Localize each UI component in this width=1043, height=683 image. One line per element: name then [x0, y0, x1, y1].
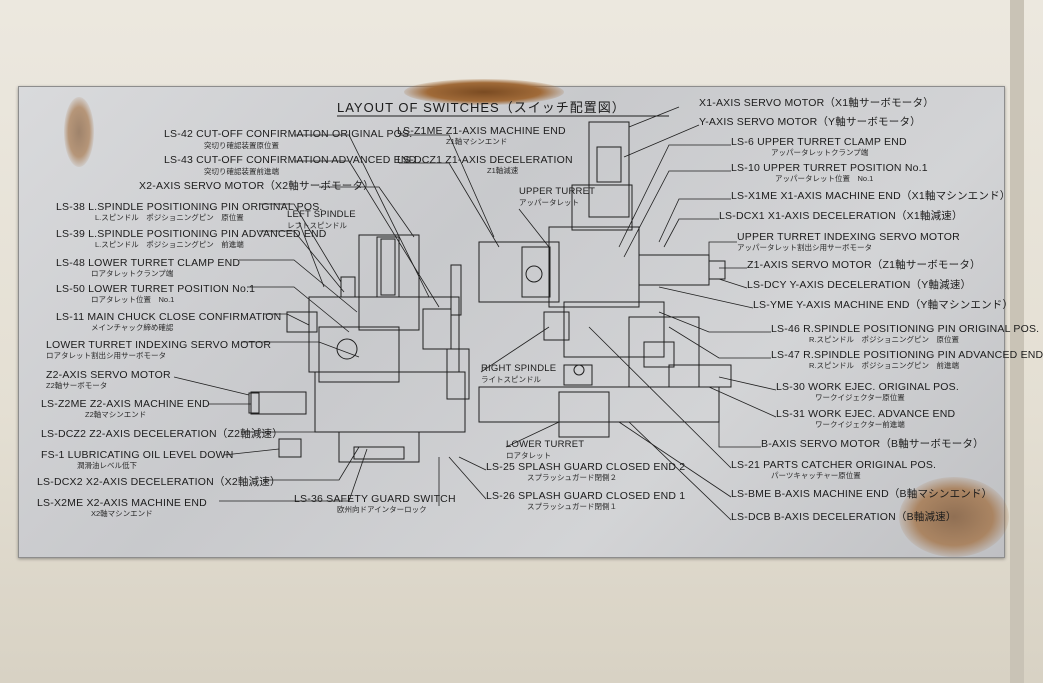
label-fs1: FS-1 LUBRICATING OIL LEVEL DOWN: [41, 449, 234, 461]
label-ls30-jp: ワークイジェクター原位置: [815, 393, 905, 402]
rust-spot: [64, 97, 94, 167]
left-spindle-assembly: [248, 234, 470, 463]
right-spindle-assembly: [478, 121, 732, 438]
label-x1-servo: X1-AXIS SERVO MOTOR（X1軸サーボモータ）: [699, 97, 934, 109]
label-ls10: LS-10 UPPER TURRET POSITION No.1: [731, 162, 928, 174]
label-lsdcx2: LS-DCX2 X2-AXIS DECELERATION（X2軸減速）: [37, 476, 281, 488]
label-ls38-jp: L.スピンドル ポジショニングピン 原位置: [95, 213, 244, 222]
label-ls43: LS-43 CUT-OFF CONFIRMATION ADVANCED END: [164, 154, 417, 166]
label-ls30: LS-30 WORK EJEC. ORIGINAL POS.: [776, 381, 959, 393]
label-ls39: LS-39 L.SPINDLE POSITIONING PIN ADVANCED…: [56, 228, 327, 240]
label-lower-turret-indexing: LOWER TURRET INDEXING SERVO MOTOR: [46, 339, 272, 351]
label-ls46: LS-46 R.SPINDLE POSITIONING PIN ORIGINAL…: [771, 323, 1040, 335]
label-lsz2me-jp: Z2軸マシンエンド: [85, 410, 147, 419]
label-upper-turret-jp: アッパータレット: [519, 198, 579, 207]
label-ls21-jp: パーツキャッチャー原位置: [771, 471, 861, 480]
label-lsdcz2: LS-DCZ2 Z2-AXIS DECELERATION（Z2軸減速）: [41, 428, 283, 440]
label-upper-turret-indexing-jp: アッパータレット割出シ用サーボモータ: [737, 243, 872, 252]
label-lsz1me-jp: Z1軸マシンエンド: [446, 137, 508, 146]
label-fs1-jp: 潤滑油レベル低下: [77, 461, 137, 470]
label-lsdcz1: LS-DCZ1 Z1-AXIS DECELERATION: [397, 154, 573, 166]
label-ls36: LS-36 SAFETY GUARD SWITCH: [294, 493, 456, 505]
label-ls47-jp: R.スピンドル ポジショニングピン 前進端: [809, 361, 959, 370]
label-upper-turret: UPPER TURRET: [519, 186, 596, 197]
rust-spot: [899, 477, 1009, 557]
leader-lines-right: [399, 106, 777, 521]
label-ls42: LS-42 CUT-OFF CONFIRMATION ORIGINAL POS.: [164, 128, 413, 140]
label-ls21: LS-21 PARTS CATCHER ORIGINAL POS.: [731, 459, 937, 471]
label-upper-turret-indexing: UPPER TURRET INDEXING SERVO MOTOR: [737, 231, 960, 243]
label-left-spindle-jp: レフトスピンドル: [287, 221, 347, 230]
switch-layout-plate: LAYOUT OF SWITCHES（スイッチ配置図） LS-42 CUT-OF…: [18, 79, 1043, 558]
label-x2-servo: X2-AXIS SERVO MOTOR（X2軸サーボモータ）: [139, 180, 374, 192]
label-lsx2me-jp: X2軸マシンエンド: [91, 509, 153, 518]
label-lsyme: LS-YME Y-AXIS MACHINE END（Y軸マシンエンド）: [753, 299, 1014, 311]
label-ls25-jp: スプラッシュガード閉側２: [527, 473, 617, 482]
label-z2-servo-jp: Z2軸サーボモータ: [46, 381, 108, 390]
label-lsdcb: LS-DCB B-AXIS DECELERATION（B軸減速）: [731, 511, 957, 523]
label-lower-turret-jp: ロアタレット: [506, 451, 551, 460]
label-ls46-jp: R.スピンドル ポジショニングピン 原位置: [809, 335, 959, 344]
leader-lines-left: [173, 134, 440, 506]
label-ls48: LS-48 LOWER TURRET CLAMP END: [56, 257, 241, 269]
label-ls6-jp: アッパータレットクランプ端: [771, 148, 869, 157]
label-ls31-jp: ワークイジェクター前進端: [815, 420, 905, 429]
label-lsx2me: LS-X2ME X2-AXIS MACHINE END: [37, 497, 207, 509]
label-ls50: LS-50 LOWER TURRET POSITION No.1: [56, 283, 256, 295]
label-lsx1me: LS-X1ME X1-AXIS MACHINE END（X1軸マシンエンド）: [731, 190, 1011, 202]
label-z2-servo: Z2-AXIS SERVO MOTOR: [46, 369, 171, 381]
cabinet-rail: [1010, 0, 1024, 683]
label-ls48-jp: ロアタレットクランプ端: [91, 269, 174, 278]
label-z1-servo: Z1-AXIS SERVO MOTOR（Z1軸サーボモータ）: [747, 259, 981, 271]
label-ls11: LS-11 MAIN CHUCK CLOSE CONFIRMATION: [56, 311, 282, 323]
label-ls31: LS-31 WORK EJEC. ADVANCE END: [776, 408, 956, 420]
label-lower-turret: LOWER TURRET: [506, 439, 585, 450]
label-ls43-jp: 突切り確認装置前進端: [204, 167, 279, 176]
label-ls25: LS-25 SPLASH GUARD CLOSED END 2: [486, 461, 686, 473]
label-b-servo: B-AXIS SERVO MOTOR（B軸サーボモータ）: [761, 438, 984, 450]
rust-spot: [404, 79, 564, 105]
label-lsbme: LS-BME B-AXIS MACHINE END（B軸マシンエンド）: [731, 488, 993, 500]
machine-layout-drawing: [173, 106, 777, 521]
label-right-spindle: RIGHT SPINDLE: [481, 363, 557, 374]
label-ls39-jp: L.スピンドル ポジショニングピン 前進端: [95, 240, 244, 249]
label-ls38: LS-38 L.SPINDLE POSITIONING PIN ORIGINAL…: [56, 201, 323, 213]
label-lsdcx1: LS-DCX1 X1-AXIS DECELERATION（X1軸減速）: [719, 210, 963, 222]
plate-title: LAYOUT OF SWITCHES（スイッチ配置図）: [337, 100, 626, 115]
label-ls50-jp: ロアタレット位置 No.1: [91, 295, 175, 304]
label-lower-turret-indexing-jp: ロアタレット割出シ用サーボモータ: [46, 351, 166, 360]
label-ls36-jp: 欧州向ドアインターロック: [337, 505, 427, 514]
label-lsz2me: LS-Z2ME Z2-AXIS MACHINE END: [41, 398, 210, 410]
label-lsdcz1-jp: Z1軸減速: [487, 166, 519, 175]
label-lsz1me: LS-Z1ME Z1-AXIS MACHINE END: [397, 125, 566, 137]
label-ls26: LS-26 SPLASH GUARD CLOSED END 1: [486, 490, 686, 502]
label-lsdcy: LS-DCY Y-AXIS DECELERATION（Y軸減速）: [747, 279, 972, 291]
label-y-servo: Y-AXIS SERVO MOTOR（Y軸サーボモータ）: [699, 116, 921, 128]
label-left-spindle: LEFT SPINDLE: [287, 209, 356, 220]
label-ls11-jp: メインチャック締め確認: [91, 323, 174, 332]
label-ls6: LS-6 UPPER TURRET CLAMP END: [731, 136, 907, 148]
label-ls47: LS-47 R.SPINDLE POSITIONING PIN ADVANCED…: [771, 349, 1043, 361]
label-right-spindle-jp: ライトスピンドル: [481, 375, 541, 384]
label-ls42-jp: 突切り確認装置原位置: [204, 141, 279, 150]
label-ls26-jp: スプラッシュガード閉側１: [527, 502, 617, 511]
label-ls10-jp: アッパータレット位置 No.1: [775, 174, 874, 183]
